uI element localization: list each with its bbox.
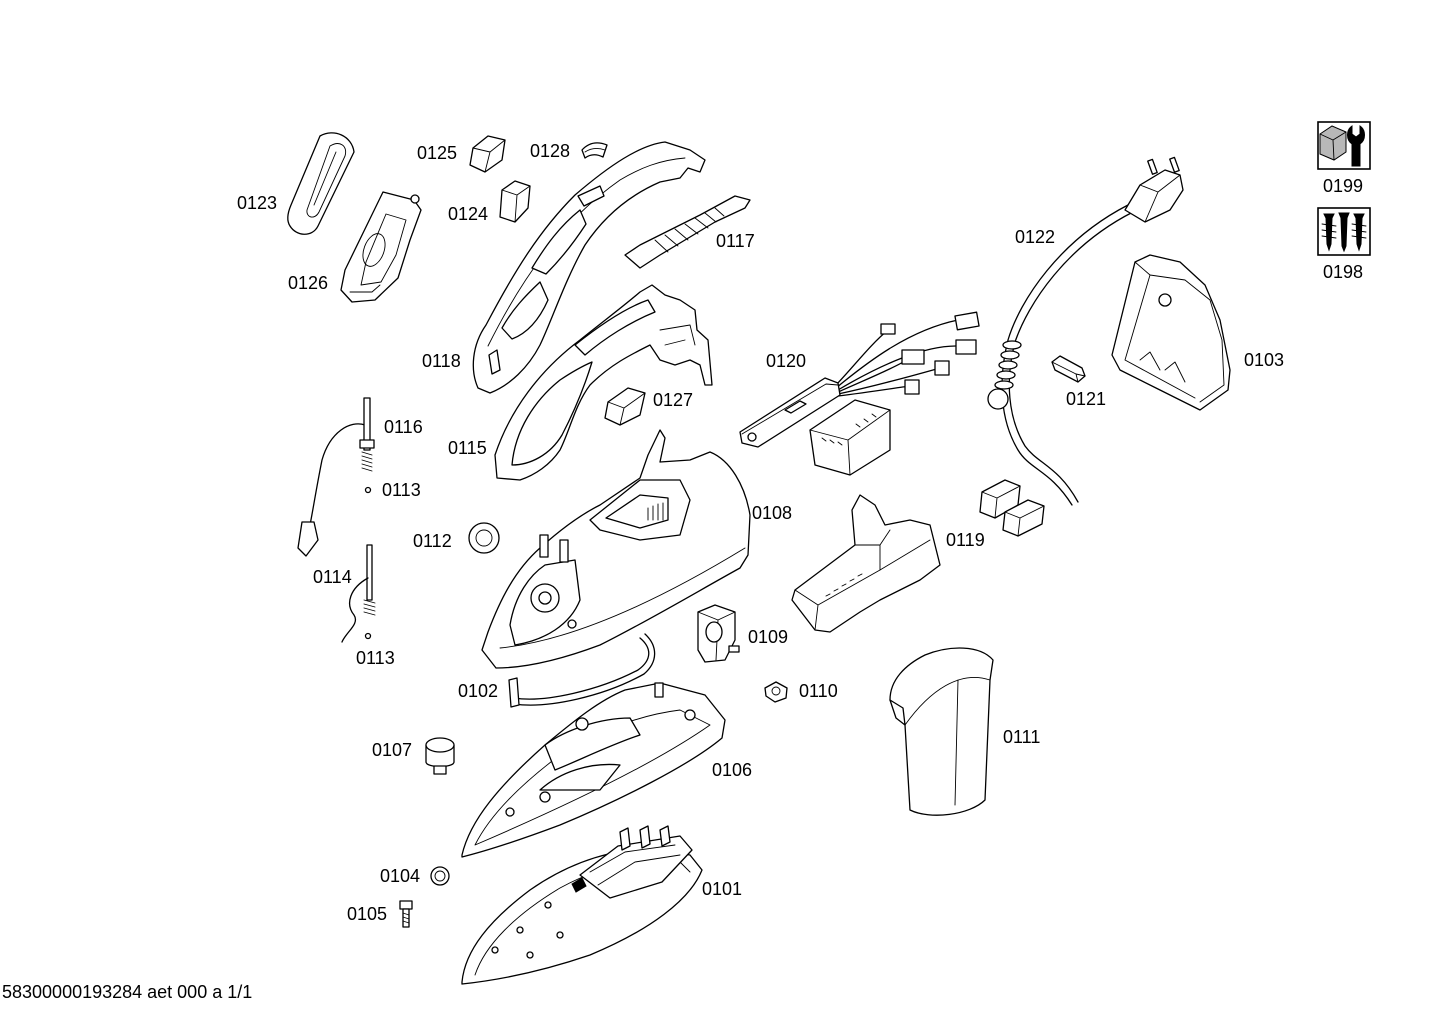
drawing-reference-footer: 58300000193284 aet 000 a 1/1: [2, 982, 252, 1002]
callout-0120: 0120: [766, 351, 806, 371]
callout-0111: 0111: [1003, 727, 1040, 747]
callout-0123: 0123: [237, 193, 277, 213]
part-0110: [764, 681, 788, 703]
part-0112: [468, 522, 500, 554]
part-0101: [461, 825, 703, 985]
callout-0118: 0118: [422, 351, 461, 371]
part-0113-upper: [364, 486, 372, 494]
callout-0103: 0103: [1244, 350, 1284, 370]
icon-label-0199: 0199: [1323, 176, 1363, 196]
callout-0113-upper: 0113: [382, 480, 421, 500]
part-0115: [494, 284, 713, 481]
callout-0125: 0125: [417, 143, 457, 163]
part-0125: [469, 135, 506, 173]
part-0119: [791, 494, 941, 633]
part-0104: [430, 866, 450, 886]
part-0127: [604, 387, 646, 426]
part-0128: [581, 142, 608, 159]
callout-0128: 0128: [530, 141, 570, 161]
part-0116: [297, 397, 375, 557]
callout-0106: 0106: [712, 760, 752, 780]
callout-0117: 0117: [716, 231, 755, 251]
part-0106: [461, 682, 726, 858]
callout-0109: 0109: [748, 627, 788, 647]
callout-0112: 0112: [413, 531, 452, 551]
part-0102: [508, 633, 656, 708]
callout-0115: 0115: [448, 438, 487, 458]
part-0105: [399, 900, 413, 928]
callout-0108: 0108: [752, 503, 792, 523]
part-0114: [341, 544, 376, 643]
part-0123: [287, 132, 355, 235]
part-0121: [1051, 355, 1086, 383]
icon-label-0198: 0198: [1323, 262, 1363, 282]
part-0118: [472, 141, 706, 394]
part-0103: [1111, 254, 1231, 411]
part-0120: [739, 311, 980, 476]
part-0113-lower: [364, 632, 372, 640]
part-0126: [340, 191, 422, 303]
part-0122: [979, 156, 1184, 537]
part-0107: [425, 737, 455, 775]
callout-0104: 0104: [380, 866, 420, 886]
part-0111: [889, 647, 994, 816]
callout-0116: 0116: [384, 417, 423, 437]
callout-0107: 0107: [372, 740, 412, 760]
callout-0119: 0119: [946, 530, 985, 550]
wrench-nut-icon: [1317, 121, 1371, 170]
callout-0121: 0121: [1066, 389, 1106, 409]
callout-0110: 0110: [799, 681, 838, 701]
callout-0126: 0126: [288, 273, 328, 293]
callout-0114: 0114: [313, 567, 352, 587]
callout-0124: 0124: [448, 204, 488, 224]
part-0117: [624, 195, 751, 269]
callout-0101: 0101: [702, 879, 742, 899]
screws-icon: [1317, 207, 1371, 256]
callout-0102: 0102: [458, 681, 498, 701]
part-0109: [697, 604, 740, 663]
part-0124: [499, 180, 531, 223]
callout-0122: 0122: [1015, 227, 1055, 247]
callout-0113-lower: 0113: [356, 648, 395, 668]
callout-0127: 0127: [653, 390, 693, 410]
part-0108: [481, 429, 751, 669]
callout-0105: 0105: [347, 904, 387, 924]
